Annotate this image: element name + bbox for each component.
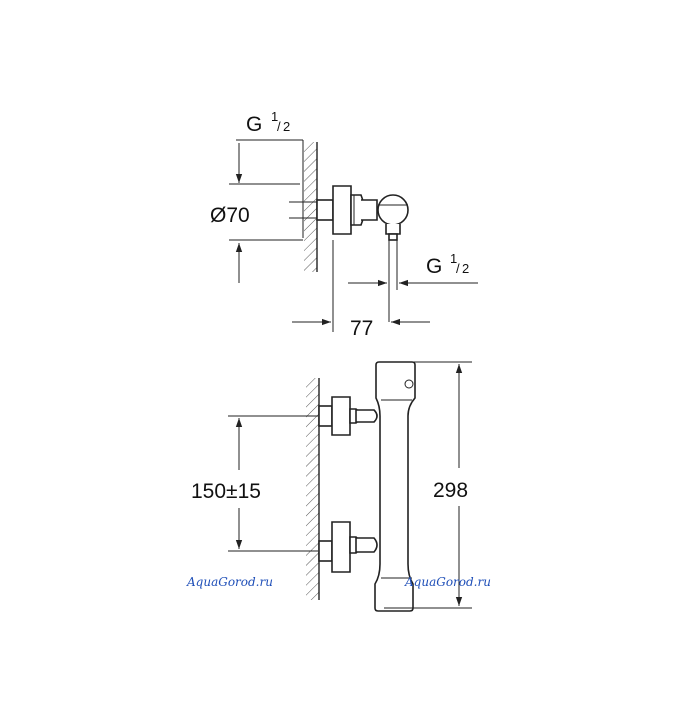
outlet-nipple: [388, 233, 398, 241]
lower-connection: [318, 521, 378, 573]
centers-dimension: [228, 415, 318, 552]
inlet-thread-dimension: [229, 139, 304, 283]
outlet-spout: [385, 224, 401, 235]
watermark-left: AquaGorod.ru: [186, 575, 273, 589]
outlet-thread-label-den: 2: [462, 261, 469, 276]
wall-front: [306, 378, 320, 600]
inlet-thread-label-den: 2: [283, 119, 290, 134]
watermark-right: AquaGorod.ru: [404, 575, 491, 589]
side-view: G 1 / 2 Ø70 G 1 / 2 77: [210, 109, 478, 340]
front-view: 150±15 298: [191, 361, 472, 612]
diameter-label: Ø70: [210, 204, 250, 227]
depth-dimension: [292, 240, 430, 332]
outlet-thread-dimension: [348, 240, 478, 322]
outlet-thread-label-slash: /: [456, 261, 460, 276]
upper-connection: [318, 396, 378, 436]
wall-side: [304, 142, 318, 272]
mixer-arm: [361, 199, 378, 221]
height-label: 298: [433, 479, 468, 502]
outlet-thread-label-num: 1: [450, 251, 457, 266]
thermostat-body: [374, 361, 416, 612]
centers-label: 150±15: [191, 480, 261, 503]
depth-label: 77: [350, 317, 373, 340]
escutcheon: [332, 185, 352, 235]
inlet-thread-label-slash: /: [277, 119, 281, 134]
mixer-body-round: [377, 194, 409, 226]
connector-stub: [316, 199, 334, 221]
inlet-thread-label-base: G: [246, 113, 262, 136]
outlet-thread-label-base: G: [426, 255, 442, 278]
height-dimension: [384, 361, 472, 609]
inlet-thread-label-num: 1: [271, 109, 278, 124]
